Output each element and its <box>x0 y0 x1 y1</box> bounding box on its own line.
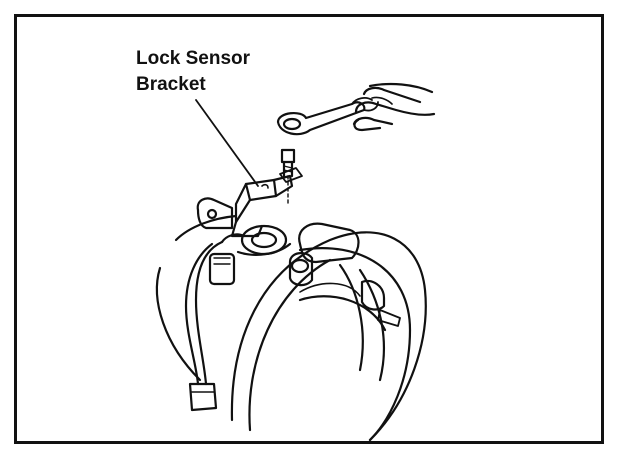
callout-label-line-2: Bracket <box>136 74 206 95</box>
callout-label-line-1: Lock Sensor <box>136 48 251 69</box>
lock-sensor <box>220 224 292 256</box>
callout-label: Lock Sensor Bracket <box>136 46 250 98</box>
mounting-lug-right <box>288 222 360 287</box>
figure-frame <box>14 14 604 444</box>
mounting-lug-side <box>360 279 401 327</box>
hand-icon <box>352 82 436 132</box>
sensor-cable <box>184 240 236 386</box>
callout-leader-line <box>195 99 259 187</box>
cable-connector <box>188 382 218 412</box>
mounting-lug-left <box>196 197 234 230</box>
bolt <box>280 148 296 205</box>
